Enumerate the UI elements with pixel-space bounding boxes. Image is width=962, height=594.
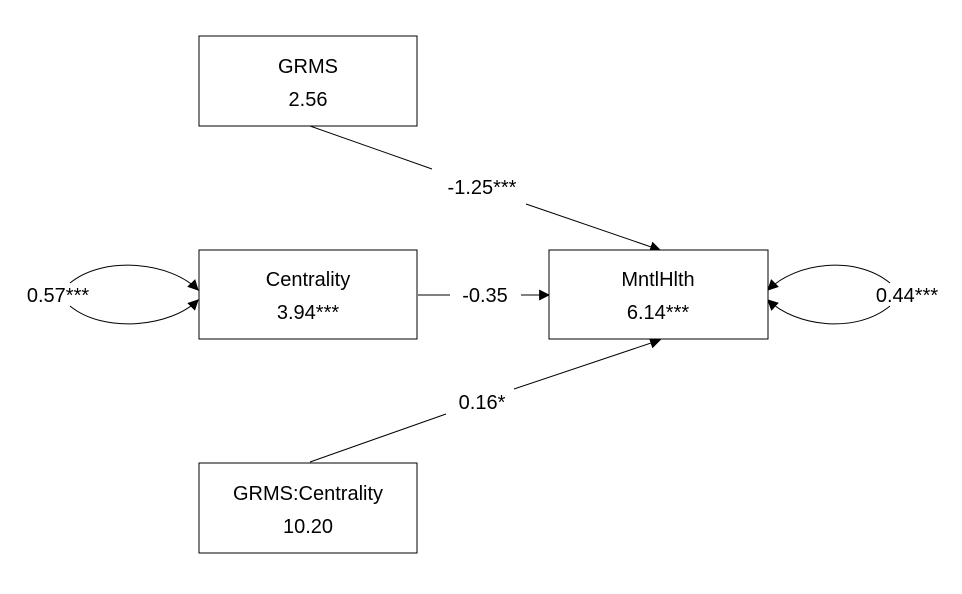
node-mntlhlth-name: MntlHlth (621, 269, 694, 291)
node-centrality-value: 3.94*** (277, 302, 339, 324)
path-grms-to-mntlhlth (309, 125, 662, 252)
variance-label-centrality: 0.57*** (27, 285, 89, 307)
variance-loop-centrality (69, 264, 199, 325)
node-grms-centrality: GRMS:Centrality 10.20 (198, 462, 418, 554)
node-grms-centrality-name: GRMS:Centrality (233, 483, 383, 505)
path-interaction-to-mntlhlth (309, 337, 662, 463)
edge-label-centrality-mntlhlth: -0.35 (462, 285, 508, 307)
variance-label-mntlhlth: 0.44*** (876, 285, 938, 307)
node-grms: GRMS 2.56 (198, 35, 418, 127)
node-mntlhlth-value: 6.14*** (627, 302, 689, 324)
edge-label-interaction-mntlhlth: 0.16* (459, 392, 506, 414)
variance-loop-mntlhlth (767, 264, 891, 325)
node-grms-value: 2.56 (289, 89, 328, 111)
node-centrality-name: Centrality (266, 269, 350, 291)
edge-label-grms-mntlhlth: -1.25*** (448, 177, 517, 199)
node-mntlhlth: MntlHlth 6.14*** (548, 249, 769, 340)
node-centrality: Centrality 3.94*** (198, 249, 418, 340)
node-grms-name: GRMS (278, 56, 338, 78)
node-grms-centrality-value: 10.20 (283, 516, 333, 538)
